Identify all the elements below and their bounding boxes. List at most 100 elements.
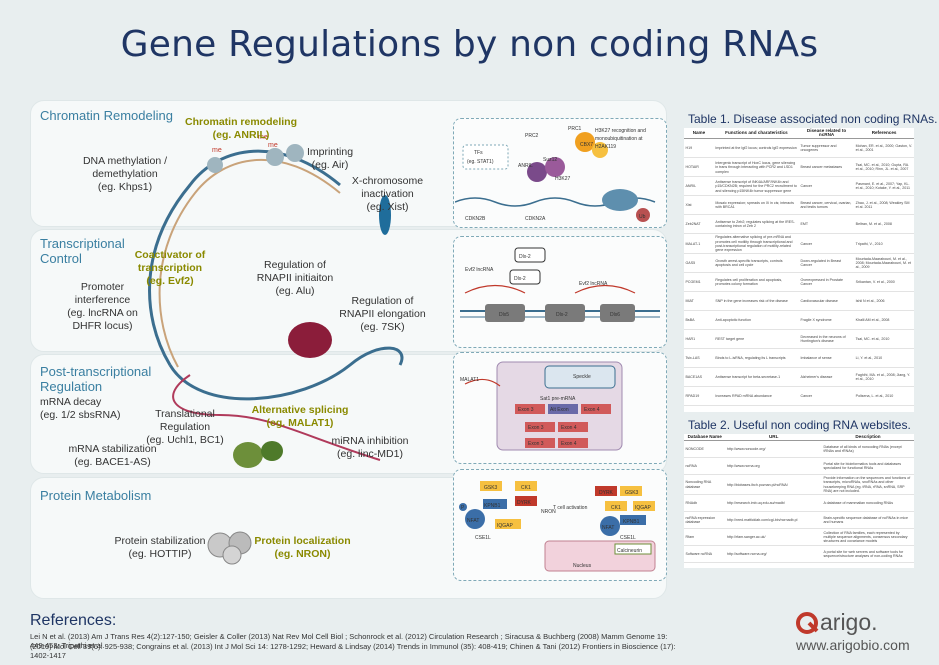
table-cell: Collection of RNA families, each represe… <box>821 528 914 547</box>
diagram-transcriptional <box>453 236 667 348</box>
table1-caption: Table 1. Disease associated non coding R… <box>688 112 938 126</box>
x-chromosome-shape <box>379 195 391 235</box>
dna-illustration: me me me <box>148 134 404 468</box>
table-cell: Breast cancer, cervical, ovarian, and te… <box>798 195 855 216</box>
table-cell: ncRNA expression database <box>684 511 726 530</box>
table-cell: http://www.noncode.org/ <box>725 440 822 459</box>
table-cell: Antisense transcript of INK4A/ARF/INK4b … <box>713 176 799 197</box>
svg-text:Dlx5: Dlx5 <box>499 312 509 318</box>
table-cell: BACE1AS <box>684 367 714 388</box>
nucleosome <box>266 148 284 166</box>
table-cell: Cancer <box>798 176 855 197</box>
brand-name: arigo. <box>820 609 878 635</box>
table-cell: RPAD19 <box>684 386 714 407</box>
table-cell: ANRIL <box>684 176 714 197</box>
table-cell: NONCODE <box>684 440 726 459</box>
svg-text:T cell activation: T cell activation <box>553 505 588 511</box>
table-cell: Intergenic transcript of HoxC locus, gen… <box>713 157 799 178</box>
page-title: Gene Regulations by non coding RNAs <box>120 24 819 65</box>
svg-text:DYRK: DYRK <box>517 500 532 506</box>
table-cell: Zhao, J. et al., 2008; Weakley SM et al.… <box>854 195 914 216</box>
svg-text:monoubiquitination at: monoubiquitination at <box>595 136 643 142</box>
table-cell: Provide information on the sequences and… <box>821 474 914 496</box>
ribosome-2 <box>261 441 283 461</box>
table-cell: Regulates cell proliferation and apoptos… <box>713 272 799 293</box>
nucleosome-3 <box>207 157 223 173</box>
svg-text:Evf2 lncRNA: Evf2 lncRNA <box>579 281 608 287</box>
svg-text:Exon 3: Exon 3 <box>518 407 534 413</box>
svg-text:Exon 3: Exon 3 <box>528 425 544 431</box>
svg-text:H2AK119: H2AK119 <box>595 144 616 150</box>
svg-text:CK1: CK1 <box>521 485 531 491</box>
svg-text:CDKN2A: CDKN2A <box>525 216 546 222</box>
table-cell: Growth arrest-specific transcripts, cont… <box>713 253 799 274</box>
table-cell: RNAdb <box>684 494 726 513</box>
svg-text:GSK3: GSK3 <box>484 485 498 491</box>
table-cell: SNP in the gene increases risk of the di… <box>713 291 799 312</box>
svg-text:Dlx6: Dlx6 <box>610 312 620 318</box>
table-cell: Ishii N et al., 2006 <box>854 291 914 312</box>
table-cell: http://biobases.ibch.poznan.pl/ncRNA/ <box>725 474 822 496</box>
table-cell: HAR1 <box>684 329 714 350</box>
diagram-protein-art: GSK3 CK1 KPNB1 DYRK NRON NFAT IQGAP CSE1… <box>459 481 656 572</box>
protein-aggregate <box>207 531 252 565</box>
svg-text:P: P <box>461 505 465 511</box>
table-cell: http://nred.matticklab.com/cgi-bin/ncrna… <box>725 511 822 530</box>
rna-polymerase <box>288 322 332 358</box>
svg-text:CBX7: CBX7 <box>580 142 593 148</box>
diagram-splicing-art: MALAT1 Speckle Sat1 pre-mRNA Exon 3 Alt … <box>460 361 623 451</box>
table-cell: Fragile X syndrome <box>798 310 855 331</box>
reference-line-2: (2010) Mol Cell 39(6): 925-938; Congrain… <box>30 642 676 660</box>
table-cell: Cancer <box>798 386 855 407</box>
table-cell: Software ncRNA <box>684 545 726 564</box>
table-cell: Rfam <box>684 528 726 547</box>
svg-text:KPNB1: KPNB1 <box>484 503 501 509</box>
table-cell: Pasmant, E. et al., 2007; Yap, KL. et al… <box>854 176 914 197</box>
svg-text:DYRK: DYRK <box>599 490 614 496</box>
table-cell: Brain-specific sequence database of ncRN… <box>821 511 914 530</box>
svg-text:Suz12: Suz12 <box>543 157 557 163</box>
dna-lower <box>168 346 404 401</box>
mrna-strand <box>172 374 381 461</box>
methyl-tag-2: me <box>258 134 268 141</box>
label-alternative-splicing: Alternative splicing(eg. MALAT1) <box>251 404 349 429</box>
table-cell: Mourtada-Maarabouni, M. et al., 2008; Mo… <box>854 253 914 274</box>
table-cell: Zeb2NAT <box>684 214 714 235</box>
svg-text:Nucleus: Nucleus <box>573 563 592 569</box>
references-heading: References: <box>30 612 117 629</box>
svg-text:Speckle: Speckle <box>573 374 591 380</box>
svg-text:PRC1: PRC1 <box>568 126 582 132</box>
svg-text:IQGAP: IQGAP <box>635 505 652 511</box>
svg-text:Alt Exon: Alt Exon <box>550 407 569 413</box>
table-cell: A portal site for web servers and softwa… <box>821 545 914 564</box>
label-imprinting: Imprinting(eg. Air) <box>306 146 354 171</box>
table-cell: Tripathi, V., 2010 <box>854 233 914 255</box>
svg-text:Dlx-2: Dlx-2 <box>519 254 531 260</box>
table-cell: http://software.ncrna.org/ <box>725 545 822 564</box>
ribosome <box>233 442 263 468</box>
brand-url[interactable]: www.arigobio.com <box>796 637 910 653</box>
svg-text:Exon 4: Exon 4 <box>561 441 577 447</box>
table-cell: Faghihi, MA. et al., 2008; Jiang, Y. et … <box>854 367 914 388</box>
table-cell: Portal site for bioinformatics tools and… <box>821 457 914 476</box>
methyl-tag-3: me <box>268 142 278 149</box>
table-cell: Cancer <box>798 233 855 255</box>
table-cell: H19 <box>684 138 714 159</box>
table-header-cell: Functions and charateristics <box>713 128 799 140</box>
svg-text:CDKN2B: CDKN2B <box>465 216 486 222</box>
table-cell: Xist <box>684 195 714 216</box>
table-cell: Database of all kinds of noncoding RNAs … <box>821 440 914 459</box>
diagram-chromatin-art: PRC2 PRC1 H3K27 recognition and monoubiq… <box>455 126 656 222</box>
